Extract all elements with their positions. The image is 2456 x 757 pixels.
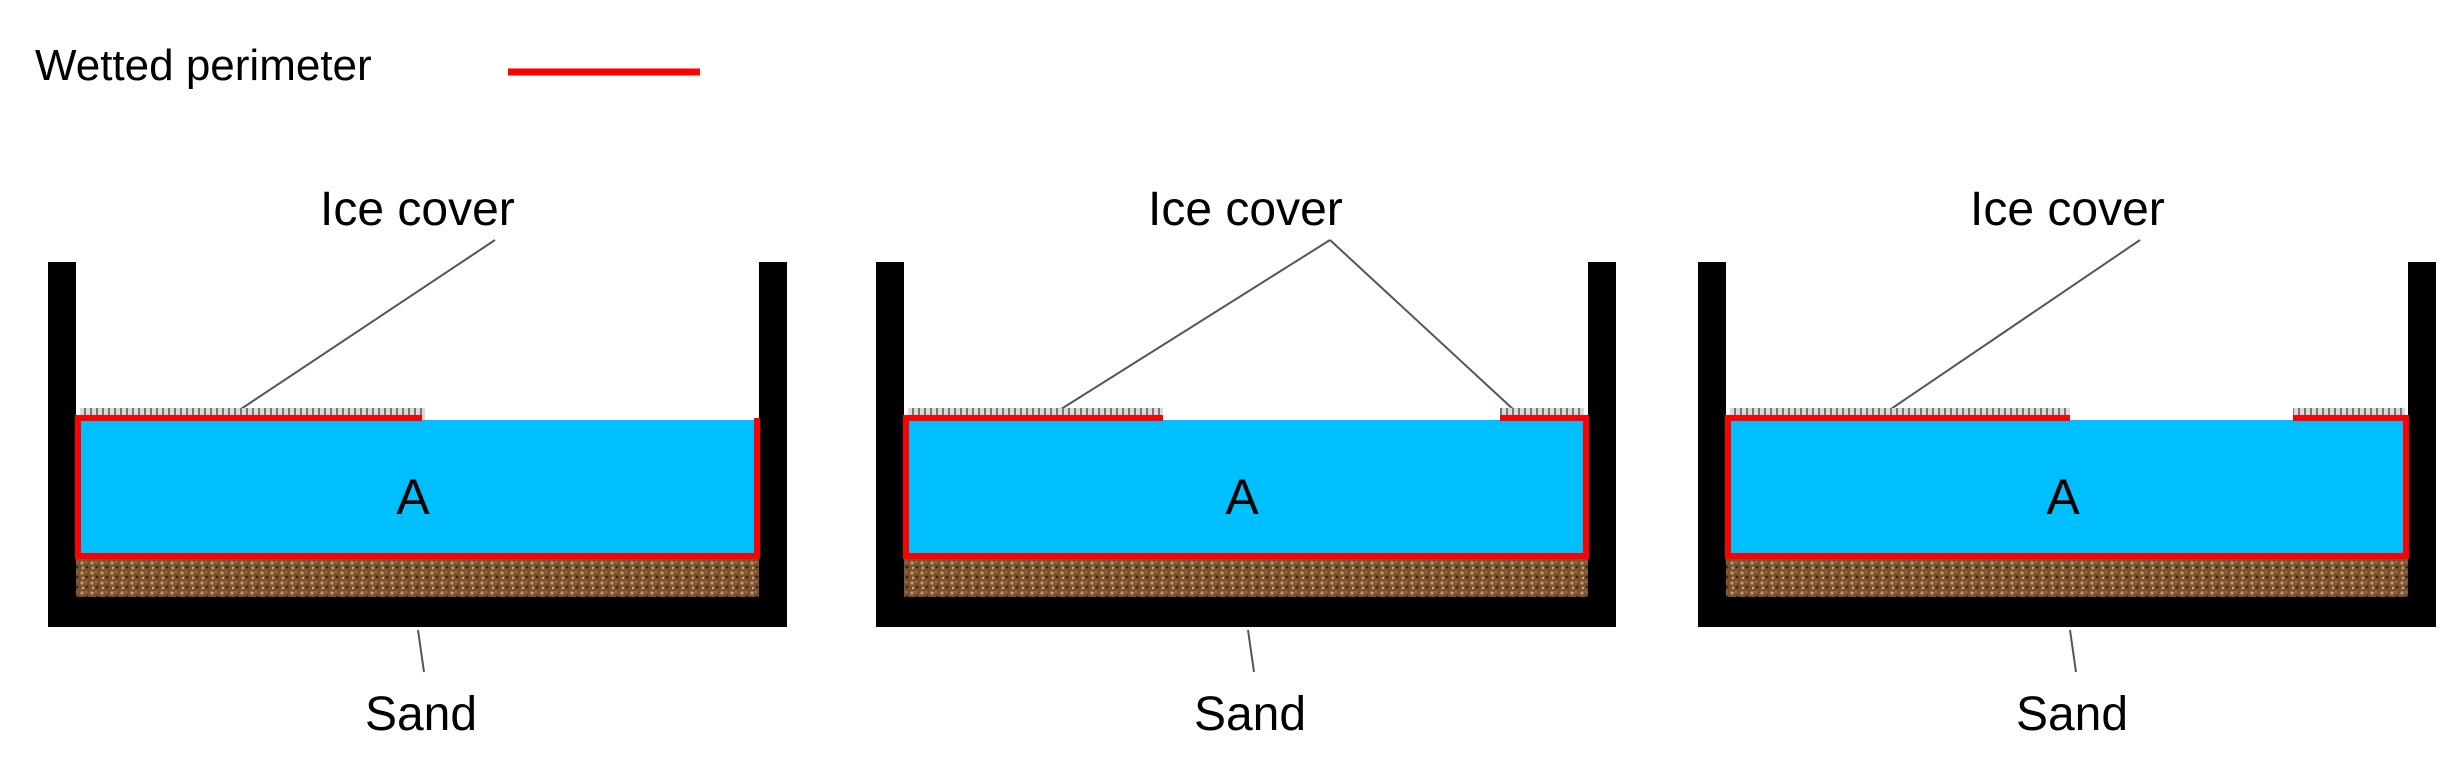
ice-cover-leader-line-1: [237, 239, 496, 412]
channel-left-wall-1: [48, 262, 76, 627]
sand-leader-line-3: [2069, 629, 2077, 673]
ice-cover-leader-line-3: [1887, 239, 2141, 412]
channel-panel-2: Ice cover A Sand: [876, 183, 1616, 741]
ice-cover-label-2: Ice cover: [1148, 183, 1343, 236]
wetted-perimeter-1: [75, 415, 760, 559]
ice-cover-label-3: Ice cover: [1970, 183, 2165, 236]
sand-label-2: Sand: [1194, 688, 1306, 741]
channel-right-wall-2: [1588, 262, 1616, 627]
ice-cover-leader-line-2b: [1329, 239, 1516, 412]
channel-bottom-3: [1698, 597, 2436, 627]
water-area-2: [904, 420, 1588, 556]
ice-cover-label-1: Ice cover: [320, 183, 515, 236]
legend-label: Wetted perimeter: [35, 41, 372, 90]
area-label-1: A: [396, 469, 430, 525]
channel-bottom-2: [876, 597, 1616, 627]
ice-cover-leader-line-2a: [1057, 239, 1331, 412]
area-label-3: A: [2046, 469, 2080, 525]
sand-label-3: Sand: [2016, 688, 2128, 741]
channel-bottom-1: [48, 597, 787, 627]
sand-bed-2: [904, 556, 1588, 597]
area-label-2: A: [1225, 469, 1259, 525]
channel-right-wall-1: [759, 262, 787, 627]
wetted-perimeter-3: [1725, 415, 2409, 559]
sand-bed-3: [1726, 556, 2408, 597]
channel-left-wall-3: [1698, 262, 1726, 627]
channel-right-wall-3: [2408, 262, 2436, 627]
legend: Wetted perimeter: [35, 41, 700, 90]
channel-left-wall-2: [876, 262, 904, 627]
water-area-3: [1726, 420, 2408, 556]
sand-label-1: Sand: [365, 688, 477, 741]
water-area-1: [76, 420, 759, 556]
channel-panel-3: Ice cover A Sand: [1698, 183, 2436, 741]
sand-leader-line-2: [1247, 629, 1255, 673]
sand-leader-line-1: [417, 629, 425, 673]
channel-panel-1: Ice cover A Sand: [48, 183, 787, 741]
sand-bed-1: [76, 556, 759, 597]
wetted-perimeter-2: [903, 415, 1589, 559]
